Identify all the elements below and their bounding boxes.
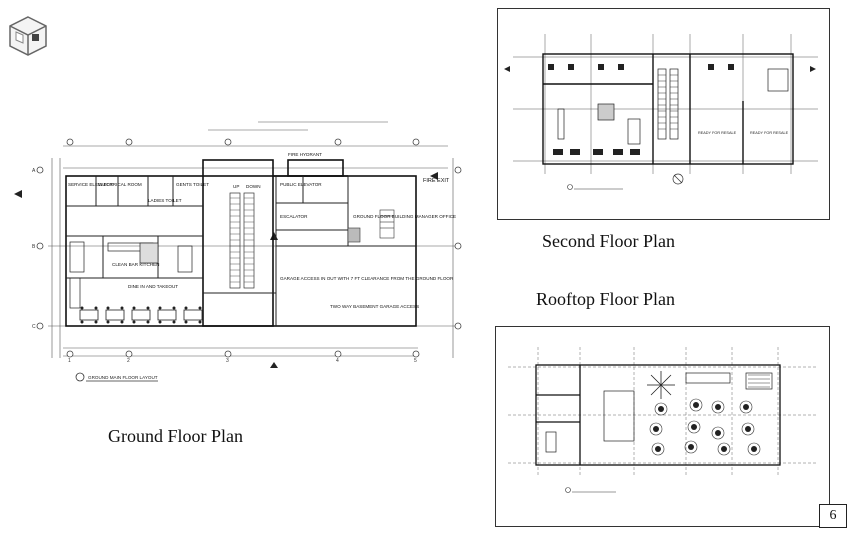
label-gents-toilet: GENTS TOILET [176, 182, 209, 187]
label-up: UP [233, 184, 239, 189]
label-ladies-toilet: LADIES TOILET [148, 198, 182, 203]
label-garage-access: GARAGE ACCESS IN OUT WITH 7 FT CLEARANCE… [280, 276, 454, 281]
label-kitchen: CLEAN BAR KITCHEN [112, 262, 159, 267]
grid-label: 1 [68, 358, 71, 364]
label-service-elevator: SERVICE ELEVATOR [68, 182, 114, 187]
grid-label: 3 [226, 358, 229, 364]
label-public-elevator: PUBLIC ELEVATOR [280, 182, 322, 187]
logo-cube-icon [6, 14, 50, 58]
label-store-a: READY FOR RESALE [698, 131, 737, 135]
label-fire-hydrant: FIRE HYDRANT [288, 152, 322, 157]
caption-ground-floor: Ground Floor Plan [108, 426, 243, 446]
label-basement: TWO WAY BASEMENT GARAGE ACCESS [330, 304, 419, 309]
label-electrical-room: ELECTRICAL ROOM [98, 182, 142, 187]
grid-label: 5 [414, 358, 417, 364]
grid-label: 4 [336, 358, 339, 364]
label-store-b: READY FOR RESALE [750, 131, 789, 135]
page-number: 6 [819, 504, 847, 528]
label-layout-title: GROUND MAIN FLOOR LAYOUT [88, 375, 158, 380]
grid-label: B [32, 244, 36, 250]
rooftop-floor-frame [495, 326, 830, 527]
label-fire-exit: FIRE EXIT [423, 178, 450, 184]
label-escalator: ESCALATOR [280, 214, 308, 219]
grid-label: 2 [127, 358, 130, 364]
label-dine-in: DINE IN AND TAKEOUT [128, 284, 178, 289]
caption-second-floor: Second Floor Plan [542, 231, 675, 251]
grid-label: A [32, 168, 36, 174]
grid-label: C [32, 324, 36, 330]
label-manager-office: GROUND FLOOR BUILDING MANAGER OFFICE [353, 214, 456, 219]
second-floor-frame: READY FOR RESALE READY FOR RESALE [497, 8, 830, 220]
label-down: DOWN [246, 184, 261, 189]
caption-rooftop-floor: Rooftop Floor Plan [536, 289, 676, 309]
ground-floor-plan-drawing: FIRE HYDRANT FIRE EXIT SERVICE ELEVATOR … [8, 118, 468, 390]
